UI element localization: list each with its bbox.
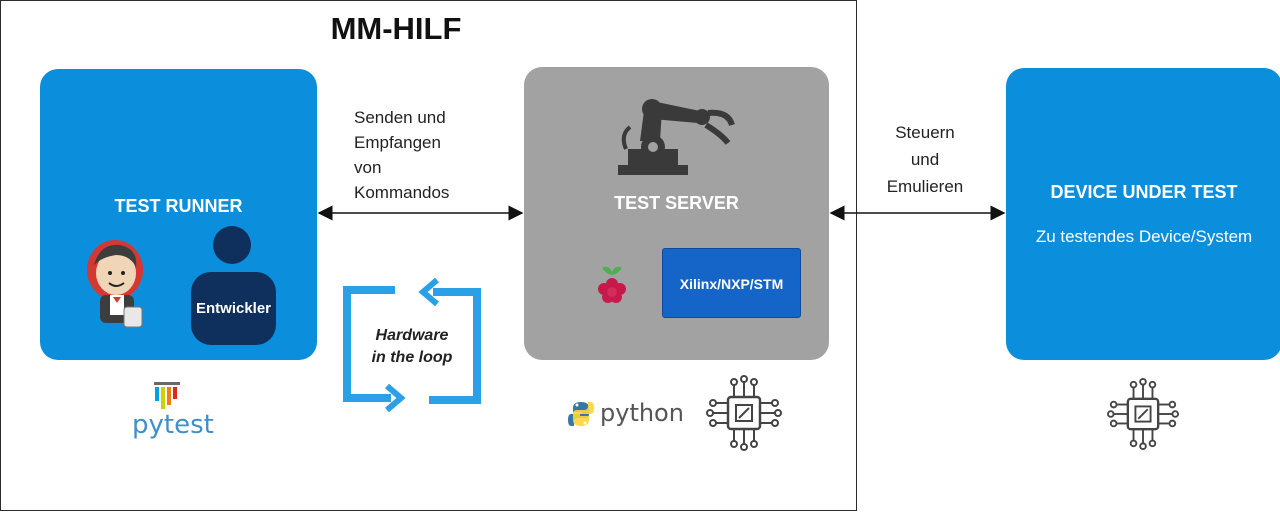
note-line: Emulieren — [886, 177, 964, 196]
pytest-wordmark: pytest — [132, 410, 214, 440]
note-line: Kommandos — [354, 183, 450, 202]
developer-head-icon — [213, 226, 251, 264]
hil-line: Hardware — [375, 327, 449, 344]
python-logo-icon — [568, 402, 594, 426]
chip-label-box: Xilinx/NXP/STM — [662, 248, 801, 318]
pytest-test: test — [163, 410, 214, 440]
python-wordmark: python — [600, 399, 684, 427]
note-line: und — [910, 150, 940, 169]
pytest-py: py — [132, 410, 164, 440]
test-server-title: TEST SERVER — [614, 193, 739, 213]
note-line: Senden und — [354, 108, 446, 127]
server-dut-note: Steuern und Emulieren — [860, 119, 990, 200]
note-line: Steuern — [895, 123, 955, 142]
frame-title: MM-HILF — [330, 11, 462, 46]
runner-server-note: Senden und Empfangen von Kommandos — [354, 105, 494, 205]
hardware-loop-icon — [343, 278, 481, 412]
pytest-logo-icon — [154, 382, 180, 409]
device-under-test-box: DEVICE UNDER TEST Zu testendes Device/Sy… — [1006, 68, 1280, 360]
note-line: von — [354, 158, 382, 177]
cpu-chip-icon — [1107, 378, 1179, 450]
raspberry-pi-icon — [598, 266, 626, 303]
test-server-box: TEST SERVER Xilinx/NXP/STM — [524, 67, 829, 360]
note-line: Empfangen — [354, 133, 441, 152]
hil-line: in the loop — [371, 349, 453, 366]
dut-title: DEVICE UNDER TEST — [1050, 182, 1238, 202]
mm-hilf-frame: MM-HILF — [0, 0, 857, 511]
developer-label: Entwickler — [191, 272, 276, 345]
jenkins-icon — [87, 240, 143, 328]
dut-subtitle: Zu testendes Device/System — [1035, 227, 1253, 246]
test-runner-title: TEST RUNNER — [114, 196, 243, 216]
test-runner-box: TEST RUNNER Entwickler — [40, 69, 317, 360]
hardware-loop-label: Hardware in the loop — [362, 325, 462, 369]
robot-arm-icon — [618, 99, 735, 175]
cpu-chip-icon — [706, 375, 782, 451]
